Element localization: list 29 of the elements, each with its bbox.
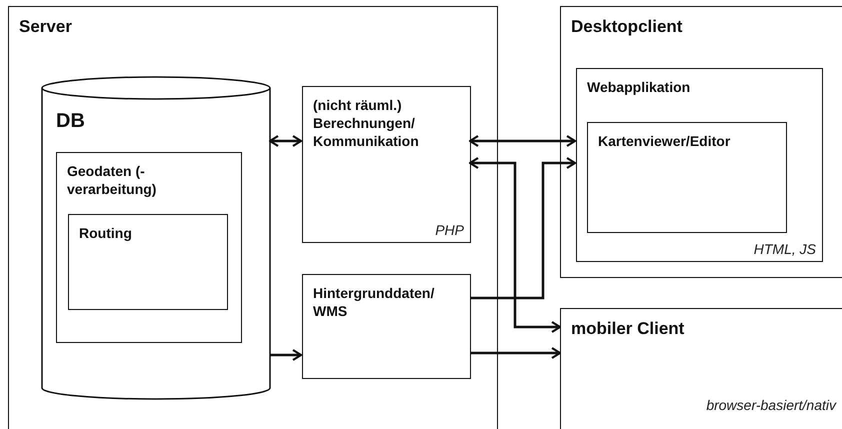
client-frame — [560, 6, 842, 278]
module-box — [576, 68, 823, 262]
node-title: (nicht räuml.) Berechnungen/ Kommunikation — [313, 96, 420, 151]
client-frame — [560, 308, 842, 429]
module-box — [587, 122, 787, 233]
module-box — [68, 214, 228, 310]
arrow — [468, 134, 576, 148]
arrow — [468, 156, 562, 334]
node-title: Hintergrunddaten/ WMS — [313, 284, 436, 320]
module-box — [56, 152, 242, 343]
tech-label: browser-basiert/nativ — [706, 397, 836, 413]
node-title: Server — [19, 16, 72, 38]
service-box — [302, 274, 471, 379]
tech-label: PHP — [435, 222, 464, 238]
node-title: mobiler Client — [571, 318, 684, 340]
tech-label: HTML, JS — [754, 241, 816, 257]
arrow — [470, 156, 576, 300]
arrow — [470, 346, 562, 360]
arrow — [268, 134, 302, 148]
database-cylinder — [41, 76, 271, 401]
arrow — [270, 348, 302, 362]
node-title: Geodaten (-verarbeitung) — [67, 162, 158, 198]
service-box — [302, 86, 471, 243]
node-title: Routing — [79, 224, 132, 242]
node-title: Webapplikation — [587, 78, 690, 96]
node-title: Kartenviewer/Editor — [598, 132, 730, 150]
node-title: Desktopclient — [571, 16, 682, 38]
server-frame — [8, 6, 498, 429]
node-title: DB — [56, 109, 85, 134]
